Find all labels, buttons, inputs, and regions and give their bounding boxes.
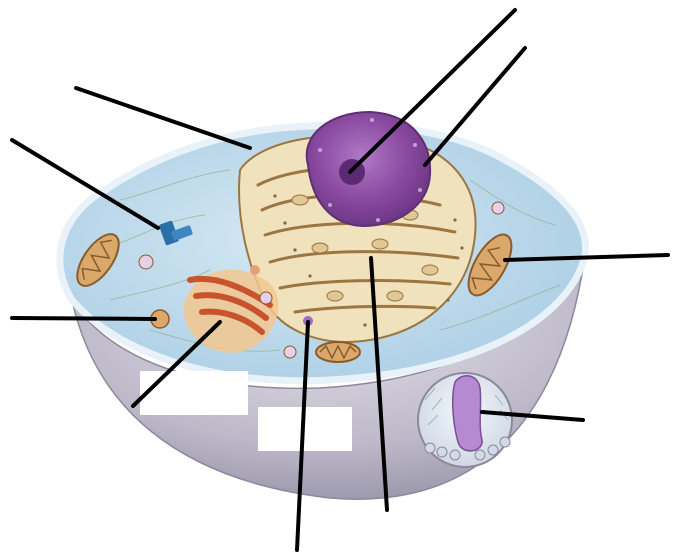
label-box[interactable] <box>140 371 248 415</box>
leader-line-plasma-membrane <box>76 88 250 148</box>
membrane-protein <box>453 376 482 451</box>
leader-line-lysosome <box>12 318 155 319</box>
membrane-inset <box>418 373 512 467</box>
nucleus <box>307 112 430 226</box>
